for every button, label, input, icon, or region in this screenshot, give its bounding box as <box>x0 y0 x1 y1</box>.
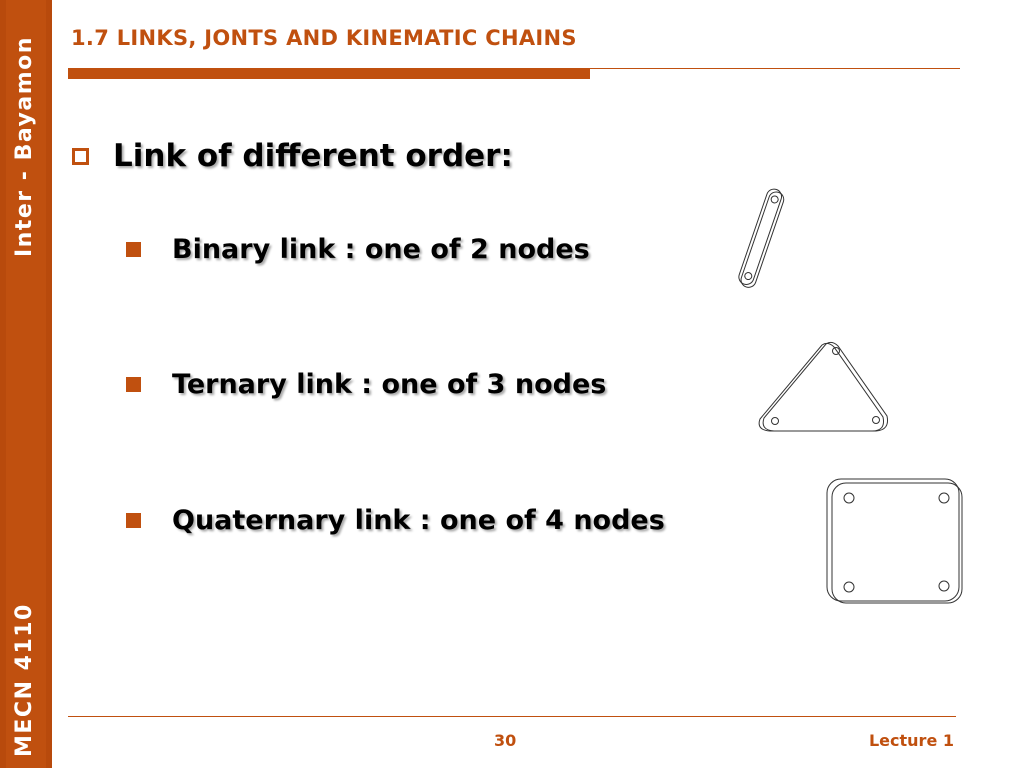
title-rule-thick <box>68 68 590 79</box>
sidebar-bottom-text: MECN 4110 <box>12 603 37 757</box>
slide-title: 1.7 LINKS, JONTS AND KINEMATIC CHAINS <box>71 26 577 50</box>
sub-bullet-quaternary: Quaternary link : one of 4 nodes <box>126 505 665 536</box>
filled-square-bullet-icon <box>126 513 141 528</box>
lecture-label: Lecture 1 <box>868 731 954 750</box>
sub-bullet-text: Quaternary link : one of 4 nodes <box>172 505 665 536</box>
sidebar-inner <box>6 0 46 768</box>
filled-square-bullet-icon <box>126 242 141 257</box>
sidebar-top-text: Inter - Bayamon <box>12 36 37 257</box>
filled-square-bullet-icon <box>126 377 141 392</box>
binary-link-icon <box>738 188 785 288</box>
main-bullet: Link of different order: <box>72 138 513 174</box>
quaternary-link-icon <box>826 478 963 604</box>
sidebar: Inter - Bayamon MECN 4110 <box>0 0 52 768</box>
main-bullet-text: Link of different order: <box>113 138 513 174</box>
page-number: 30 <box>494 731 517 750</box>
sub-bullet-ternary: Ternary link : one of 3 nodes <box>126 369 606 400</box>
sub-bullet-text: Binary link : one of 2 nodes <box>172 234 590 265</box>
sub-bullet-binary: Binary link : one of 2 nodes <box>126 234 590 265</box>
ternary-link-icon <box>758 341 888 432</box>
footer-rule <box>68 716 956 717</box>
sub-bullet-text: Ternary link : one of 3 nodes <box>172 369 607 400</box>
hollow-square-bullet-icon <box>72 147 89 165</box>
